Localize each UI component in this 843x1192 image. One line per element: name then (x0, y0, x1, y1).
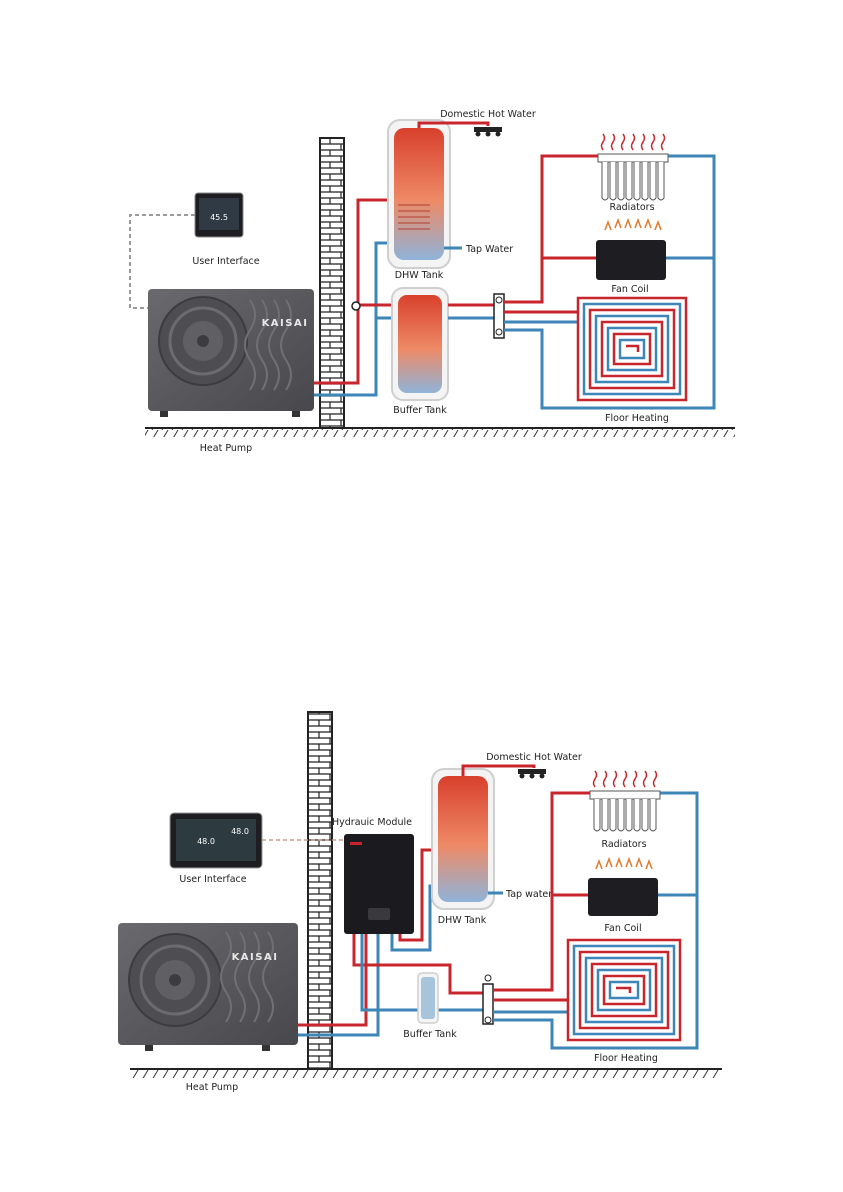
label-buffer-tank-1: Buffer Tank (393, 405, 447, 416)
radiator-1 (598, 134, 668, 200)
shower-icon-2 (518, 769, 546, 779)
label-radiators-2: Radiators (601, 839, 646, 850)
label-heat-pump-1: Heat Pump (200, 443, 252, 454)
ui-screen-value-1: 45.5 (210, 213, 228, 222)
label-radiators-1: Radiators (609, 202, 654, 213)
label-domestic-hot-water-1: Domestic Hot Water (440, 109, 536, 120)
fan-coil-2 (588, 859, 658, 916)
ui-screen-right-value-2: 48.0 (231, 827, 249, 836)
label-dhw-tank-2: DHW Tank (438, 915, 487, 926)
heat-pump-unit-1: KAISAI (148, 289, 314, 417)
ground-line-1 (145, 428, 735, 437)
pipe-cold-return-2 (493, 793, 697, 1048)
label-domestic-hot-water-2: Domestic Hot Water (486, 752, 582, 763)
brick-wall-2 (308, 712, 332, 1069)
label-floor-heating-2: Floor Heating (594, 1053, 658, 1064)
valve-icon-1 (352, 302, 360, 310)
label-fan-coil-1: Fan Coil (611, 284, 648, 295)
heat-pump-unit-2: KAISAI (118, 923, 298, 1051)
manifold-2 (483, 975, 493, 1024)
dhw-tank-1 (388, 120, 450, 268)
radiator-2 (590, 771, 660, 831)
label-floor-heating-1: Floor Heating (605, 413, 669, 424)
shower-icon-1 (474, 127, 502, 137)
user-interface-panel-1: 45.5 (195, 193, 243, 237)
label-fan-coil-2: Fan Coil (604, 923, 641, 934)
hydraulic-module-2 (344, 834, 414, 934)
user-interface-panel-2: 48.0 48.0 (170, 813, 262, 868)
label-user-interface-2: User Interface (179, 874, 246, 885)
dhw-tank-2 (432, 769, 494, 909)
label-hydraulic-module-2: Hydrauic Module (332, 817, 412, 828)
buffer-tank-1 (392, 288, 448, 400)
diagram-2: 48.0 48.0 User Interface Hydrauic Module… (118, 712, 722, 1093)
floor-heating-1 (578, 298, 686, 400)
ui-screen-left-value-2: 48.0 (197, 837, 215, 846)
label-tap-water-1: Tap Water (465, 244, 513, 255)
label-heat-pump-2: Heat Pump (186, 1082, 238, 1093)
label-tap-water-2: Tap water (505, 889, 552, 900)
heat-pump-brand-2: KAISAI (232, 952, 279, 963)
ground-line-2 (130, 1069, 722, 1078)
label-buffer-tank-2: Buffer Tank (403, 1029, 457, 1040)
fan-coil-1 (596, 220, 666, 280)
heat-pump-brand-1: KAISAI (262, 318, 309, 329)
pipe-hot-radiators-1 (504, 156, 598, 302)
buffer-tank-2 (418, 973, 438, 1023)
manifold-1 (494, 294, 504, 338)
label-user-interface-1: User Interface (192, 256, 259, 267)
label-dhw-tank-1: DHW Tank (395, 270, 444, 281)
diagram-1: 45.5 User Interface KAISAI Heat Pump (130, 109, 735, 454)
floor-heating-2 (568, 940, 680, 1040)
